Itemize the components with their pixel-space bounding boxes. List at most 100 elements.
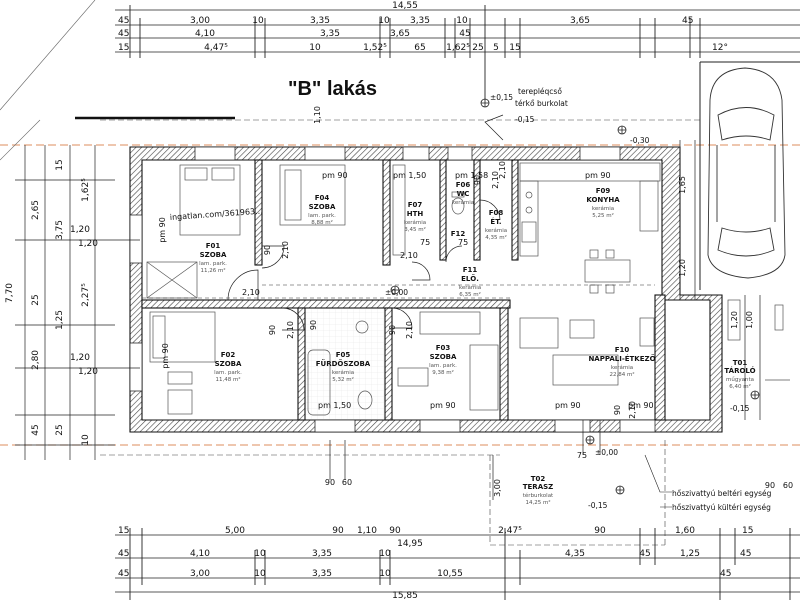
svg-text:11,26 m²: 11,26 m²	[200, 267, 225, 274]
dim-top: 10	[456, 16, 468, 26]
room-f09: F09 KONYHA kerámia 5,25 m²	[586, 187, 620, 219]
svg-text:60: 60	[783, 481, 793, 490]
svg-text:3,45 m²: 3,45 m²	[404, 226, 426, 233]
svg-text:3,00: 3,00	[493, 479, 502, 497]
top-dimension-lines	[115, 5, 800, 100]
svg-text:10: 10	[379, 549, 391, 559]
svg-text:3,35: 3,35	[312, 549, 332, 559]
svg-text:1,62⁵: 1,62⁵	[81, 178, 91, 202]
room-f06: F06 WC kerámia	[452, 181, 474, 206]
svg-text:SZOBA: SZOBA	[309, 203, 336, 211]
bottom-dimension-lines	[115, 528, 800, 600]
dim-top: 1,52⁵	[363, 43, 387, 53]
svg-text:45: 45	[720, 569, 731, 579]
svg-text:lam. park.: lam. park.	[429, 363, 457, 369]
dim-top: 4,47⁵	[204, 43, 228, 53]
dim-top: 3,35	[320, 29, 340, 39]
room-f02: F02 SZOBA lam. park. 11,48 m²	[214, 351, 242, 383]
svg-text:2,10: 2,10	[400, 251, 418, 260]
svg-text:pm 90: pm 90	[585, 171, 611, 180]
svg-text:ingatlan.com/361963...: ingatlan.com/361963...	[170, 207, 264, 222]
floor-tile-bath	[306, 309, 384, 419]
door-labels: pm 90 pm 90 pm 90 pm 1,50 pm 1,58 pm 90 …	[158, 171, 754, 419]
svg-text:T01: T01	[733, 359, 748, 367]
dim-top: 12°	[712, 43, 728, 53]
room-labels: F01 SZOBA lam. park. 11,26 m² F04 SZOBA …	[199, 181, 756, 506]
svg-text:1,00: 1,00	[745, 311, 754, 329]
svg-text:75: 75	[420, 238, 430, 247]
dim-top: 15	[509, 43, 520, 53]
svg-text:1,60: 1,60	[675, 526, 695, 536]
svg-text:kerámia: kerámia	[404, 219, 426, 226]
svg-text:15: 15	[742, 526, 753, 536]
svg-text:F01: F01	[206, 242, 221, 250]
svg-text:15: 15	[55, 159, 65, 170]
room-f07: F07 HTH kerámia 3,45 m²	[404, 201, 426, 233]
svg-text:5,00: 5,00	[225, 526, 245, 536]
svg-text:14,95: 14,95	[397, 539, 423, 549]
svg-text:F02: F02	[221, 351, 236, 359]
svg-text:hőszivattyú beltéri egység: hőszivattyú beltéri egység	[672, 489, 772, 498]
dim-top: 25	[472, 43, 483, 53]
bottom-dimension-texts: 15 5,00 90 1,10 90 2,47⁵ 90 1,60 15 45 4…	[118, 526, 753, 600]
svg-text:2,10: 2,10	[491, 171, 500, 189]
svg-text:pm 90: pm 90	[158, 217, 167, 243]
level-marker-icon	[390, 98, 760, 495]
svg-text:lam. park.: lam. park.	[214, 370, 242, 376]
svg-text:kerámia: kerámia	[611, 364, 633, 371]
svg-text:1,20: 1,20	[78, 239, 98, 249]
svg-text:T02: T02	[531, 475, 546, 483]
svg-text:22,84 m²: 22,84 m²	[609, 371, 634, 378]
svg-text:3,00: 3,00	[190, 569, 210, 579]
svg-text:SZOBA: SZOBA	[215, 360, 242, 368]
svg-text:pm 90: pm 90	[555, 401, 581, 410]
svg-text:1,20: 1,20	[78, 367, 98, 377]
building-walls	[129, 146, 723, 433]
svg-text:45: 45	[118, 569, 129, 579]
bed-f04	[279, 164, 346, 226]
svg-text:15,85: 15,85	[392, 591, 418, 600]
svg-text:90: 90	[325, 478, 335, 487]
svg-text:lam. park.: lam. park.	[308, 213, 336, 219]
svg-text:F08: F08	[489, 209, 504, 217]
svg-text:75: 75	[577, 451, 587, 460]
svg-text:10: 10	[81, 434, 91, 446]
svg-text:5,25 m²: 5,25 m²	[592, 212, 614, 219]
bathtub	[307, 349, 331, 416]
svg-text:F04: F04	[315, 194, 330, 202]
svg-text:±0,00: ±0,00	[385, 288, 408, 297]
dim-top: 3,65	[570, 16, 590, 26]
svg-text:F06: F06	[456, 181, 471, 189]
bed-f02	[149, 311, 216, 363]
svg-text:-0,15: -0,15	[588, 501, 608, 510]
plan-title: "B" lakás	[288, 78, 377, 100]
svg-text:1,25: 1,25	[55, 310, 65, 330]
svg-text:pm 90: pm 90	[430, 401, 456, 410]
svg-text:lam. park.: lam. park.	[199, 261, 227, 267]
svg-text:pm 90: pm 90	[161, 343, 170, 369]
room-t02: T02 TERASZ térburkolat 14,25 m²	[523, 475, 554, 506]
svg-text:HTH: HTH	[407, 210, 424, 218]
svg-text:KONYHA: KONYHA	[586, 196, 620, 204]
left-dimension-texts: 7,70 2,65 3,75 1,62⁵ 2,27⁵ 2,80 1,20 1,2…	[5, 159, 98, 445]
dim-top: 3,65	[390, 29, 410, 39]
svg-text:F05: F05	[336, 351, 351, 359]
corridor-lines	[142, 284, 655, 299]
level-markers: ±0,15 -0,15 -0,30 ±0,00 ±0,00 -0,15 -0,1…	[385, 93, 760, 510]
dim-top: 3,00	[190, 16, 210, 26]
svg-text:90: 90	[309, 320, 318, 330]
room-f04: F04 SZOBA lam. park. 8,88 m²	[308, 194, 336, 226]
svg-text:kerámia: kerámia	[452, 199, 474, 206]
svg-text:90: 90	[594, 526, 606, 536]
svg-text:F03: F03	[436, 344, 451, 352]
svg-text:-0,15: -0,15	[515, 115, 535, 124]
svg-text:45: 45	[740, 549, 751, 559]
door-swings	[227, 114, 504, 331]
dim-top: 10	[252, 16, 264, 26]
car-symbol	[707, 67, 786, 279]
svg-text:hőszivattyú kültéri egység: hőszivattyú kültéri egység	[672, 503, 771, 512]
svg-text:11,48 m²: 11,48 m²	[215, 376, 240, 383]
room-f11: F11 ELŐ. kerámia 6,35 m²	[459, 266, 481, 298]
svg-text:pm 1,50: pm 1,50	[318, 401, 351, 410]
svg-text:F10: F10	[615, 346, 630, 354]
